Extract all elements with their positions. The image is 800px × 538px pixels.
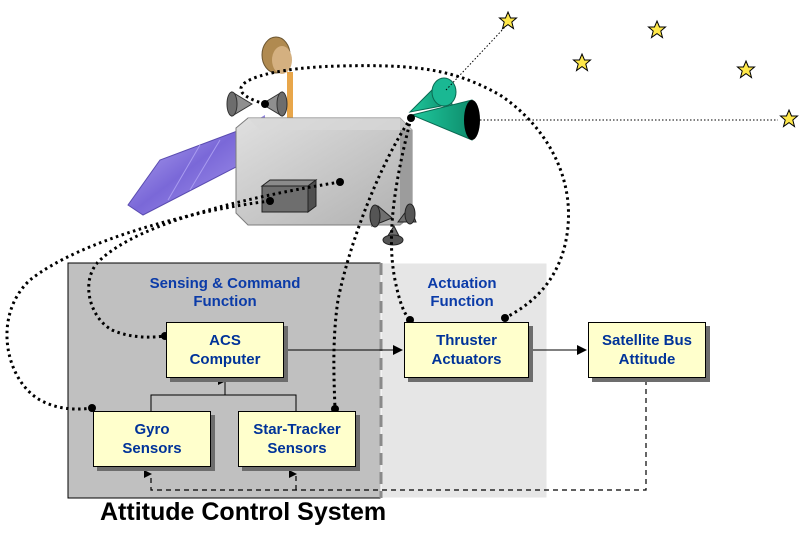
star-icon [498,10,518,30]
satellite-bus-attitude-block: Satellite Bus Attitude [588,322,706,378]
thruster-lower-right [369,203,417,246]
feedback-loop [144,380,647,491]
actuation-function-label: Actuation Function [427,275,497,310]
star-tracker-sensors-label: Star-Tracker Sensors [253,421,341,457]
star-icon [779,108,799,128]
thruster-actuators-block: Thruster Actuators [404,322,529,378]
page-title: Attitude Control System [100,498,387,526]
internal-acs-box [260,179,318,213]
acs-computer-label: ACS Computer [189,332,261,368]
acs-computer-block: ACS Computer [166,322,284,378]
sightline-upper-star [445,26,506,91]
star-icon [572,52,592,72]
star-icon [647,19,667,39]
antenna-dish [261,36,293,120]
actuation-region [380,262,548,499]
sensor-merge-lines [150,394,297,411]
satellite-bus-attitude-label: Satellite Bus Attitude [601,332,693,368]
link-star-tracker [332,117,413,410]
gyro-sensors-label: Gyro Sensors [122,421,182,457]
star-tracker-sensors-block: Star-Tracker Sensors [238,411,356,467]
gyro-sensors-block: Gyro Sensors [93,411,211,467]
star-icon [736,59,756,79]
dotted-connections [5,64,570,411]
link-thruster-tracker [389,117,413,322]
thruster-actuators-label: Thruster Actuators [431,332,502,368]
star-tracker-instrument [408,77,480,141]
link-gyro-box [5,199,271,411]
thruster-upper-left [226,91,288,117]
sensing-command-label: Sensing & Command Function [149,275,301,310]
link-thruster-loop [239,64,570,320]
